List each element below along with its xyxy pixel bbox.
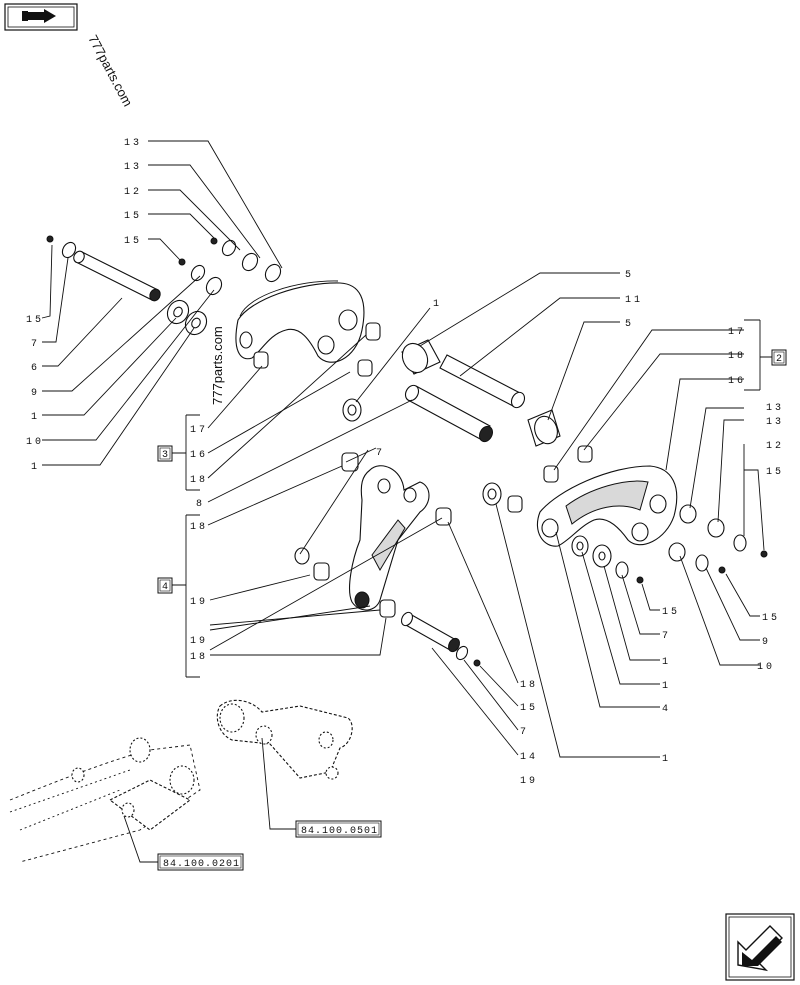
label-11: 11 xyxy=(625,295,643,306)
label-9: 9 xyxy=(762,637,771,648)
boom-arm-assembly xyxy=(9,737,201,863)
center-pins xyxy=(401,339,561,447)
label-18: 18 xyxy=(520,680,538,691)
reference-box-84-100-0501[interactable]: 84.100.0501 xyxy=(295,820,382,838)
left-pin-assembly xyxy=(46,235,282,336)
label-19: 19 xyxy=(190,597,208,608)
label-14: 14 xyxy=(520,752,538,763)
label-10: 10 xyxy=(26,437,44,448)
watermark-center: 777parts.com xyxy=(210,326,225,405)
label-6: 6 xyxy=(31,363,40,374)
svg-text:84.100.0501: 84.100.0501 xyxy=(301,826,378,837)
group-box-2[interactable]: 2 xyxy=(771,349,787,366)
label-7: 7 xyxy=(520,727,529,738)
label-7: 7 xyxy=(376,448,385,459)
label-15: 15 xyxy=(124,236,142,247)
svg-text:84.100.0201: 84.100.0201 xyxy=(163,859,240,870)
label-13: 13 xyxy=(766,417,784,428)
label-12: 12 xyxy=(766,441,784,452)
label-15: 15 xyxy=(662,607,680,618)
reference-box-84-100-0201[interactable]: 84.100.0201 xyxy=(157,853,244,871)
label-1: 1 xyxy=(31,412,40,423)
part-number-labels: 13 13 12 15 15 15 7 6 9 1 10 1 5 11 5 1 … xyxy=(26,138,784,787)
label-15: 15 xyxy=(766,467,784,478)
label-9: 9 xyxy=(31,388,40,399)
label-12: 12 xyxy=(124,187,142,198)
label-1: 1 xyxy=(433,299,442,310)
label-15: 15 xyxy=(26,315,44,326)
label-7: 7 xyxy=(662,631,671,642)
label-8: 8 xyxy=(196,499,205,510)
label-1: 1 xyxy=(662,681,671,692)
bucket-link-assembly xyxy=(216,699,353,780)
leader-lines xyxy=(41,140,772,863)
svg-text:3: 3 xyxy=(162,450,169,461)
group-box-4[interactable]: 4 xyxy=(157,577,173,594)
label-19: 19 xyxy=(190,636,208,647)
label-4: 4 xyxy=(662,704,671,715)
svg-text:4: 4 xyxy=(162,582,169,593)
label-7: 7 xyxy=(31,339,40,350)
label-1: 1 xyxy=(662,754,671,765)
label-16: 16 xyxy=(728,376,746,387)
label-13: 13 xyxy=(124,162,142,173)
label-18: 18 xyxy=(190,522,208,533)
label-17: 17 xyxy=(728,327,746,338)
label-17: 17 xyxy=(190,425,208,436)
label-18: 18 xyxy=(190,652,208,663)
label-1: 1 xyxy=(662,657,671,668)
upper-link-arm xyxy=(235,280,381,422)
label-18: 18 xyxy=(190,475,208,486)
label-5: 5 xyxy=(625,270,634,281)
label-5: 5 xyxy=(625,319,634,330)
right-link-arm xyxy=(482,445,768,584)
label-18: 18 xyxy=(728,351,746,362)
svg-text:2: 2 xyxy=(776,354,783,365)
center-link-plate xyxy=(294,452,481,667)
label-15: 15 xyxy=(520,703,538,714)
watermark-top: 777parts.com xyxy=(85,32,135,109)
label-19: 19 xyxy=(520,776,538,787)
label-15: 15 xyxy=(124,211,142,222)
group-box-3[interactable]: 3 xyxy=(157,445,173,462)
label-13: 13 xyxy=(766,403,784,414)
label-13: 13 xyxy=(124,138,142,149)
book-nav-icon[interactable] xyxy=(4,3,78,31)
label-16: 16 xyxy=(190,450,208,461)
label-15: 15 xyxy=(762,613,780,624)
label-1: 1 xyxy=(31,462,40,473)
next-page-arrow-icon[interactable] xyxy=(725,913,795,981)
label-10: 10 xyxy=(757,662,775,673)
